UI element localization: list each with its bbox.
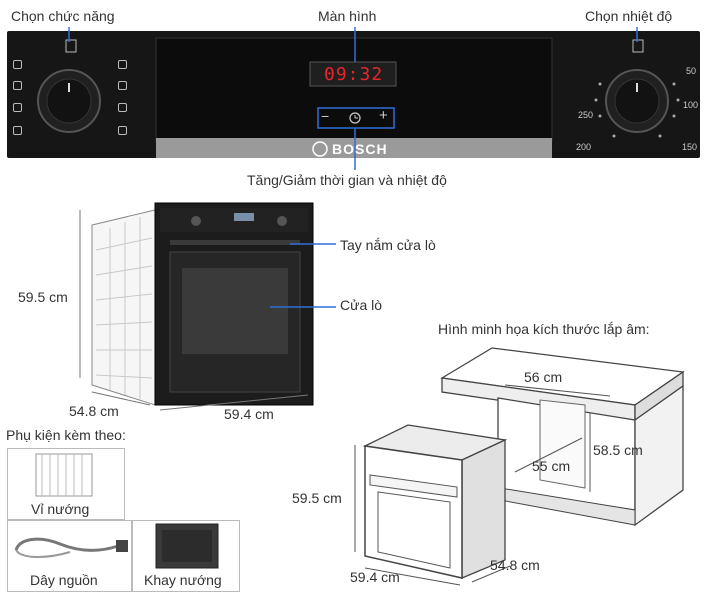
accessory-grill-box [7, 448, 125, 520]
install-diagram [354, 347, 685, 586]
mode-icon [118, 103, 127, 112]
callout-time-temp: Tăng/Giảm thời gian và nhiệt độ [247, 172, 447, 188]
mode-icon [13, 60, 22, 69]
accessory-tray-label: Khay nướng [144, 572, 222, 588]
accessory-cord-box [7, 520, 132, 592]
door-handle [170, 240, 300, 245]
mode-icon [118, 126, 127, 135]
mode-icon [13, 81, 22, 90]
mode-icon [118, 60, 127, 69]
mode-icon [13, 126, 22, 135]
minus-button: − [321, 108, 330, 124]
grill-rack-image [35, 453, 93, 497]
light-icon [65, 39, 77, 53]
panel-details [37, 27, 680, 170]
cabinet-width-label: 56 cm [524, 369, 563, 385]
display-time: 09:32 [324, 64, 384, 85]
oven-depth-label: 54.8 cm [69, 403, 119, 419]
bosch-logo-icon [312, 141, 328, 157]
temp-scale-250: 250 [578, 110, 594, 120]
accessories-title: Phụ kiện kèm theo: [6, 427, 126, 443]
time-temp-buttons [317, 107, 395, 129]
plus-button: + [379, 107, 388, 124]
accessory-tray-box [132, 520, 240, 592]
accessory-grill-label: Vỉ nướng [31, 501, 90, 517]
temp-scale-200: 200 [576, 142, 592, 152]
temp-scale-50: 50 [686, 66, 697, 76]
cabinet-height-label: 58.5 cm [593, 442, 643, 458]
oven-illustration [79, 202, 336, 411]
brand-strip [156, 138, 552, 158]
callout-display: Màn hình [318, 8, 377, 24]
accessory-graphics [14, 453, 219, 569]
display-window [309, 61, 397, 87]
power-cord-image [14, 537, 119, 552]
callout-handle: Tay nắm cửa lò [340, 237, 436, 253]
brand-label: BOSCH [332, 141, 388, 157]
temp-scale-100: 100 [683, 100, 699, 110]
oven-width-label: 59.4 cm [224, 406, 274, 422]
callout-temperature: Chọn nhiệt độ [585, 8, 673, 24]
unit-depth-label: 54.8 cm [490, 557, 540, 573]
mode-icon [118, 81, 127, 90]
unit-height-label: 59.5 cm [292, 490, 342, 506]
callout-door: Cửa lò [340, 297, 383, 313]
callout-function: Chọn chức năng [11, 8, 115, 24]
clock-icon [349, 112, 361, 124]
thermometer-icon [632, 39, 644, 53]
cabinet-depth-label: 55 cm [532, 458, 571, 474]
oven-height-label: 59.5 cm [18, 289, 68, 305]
unit-width-label: 59.4 cm [350, 569, 400, 585]
temp-scale-150: 150 [682, 142, 698, 152]
install-title: Hình minh họa kích thước lắp âm: [438, 321, 650, 337]
mode-icon [13, 103, 22, 112]
accessory-cord-label: Dây nguồn [30, 572, 98, 588]
